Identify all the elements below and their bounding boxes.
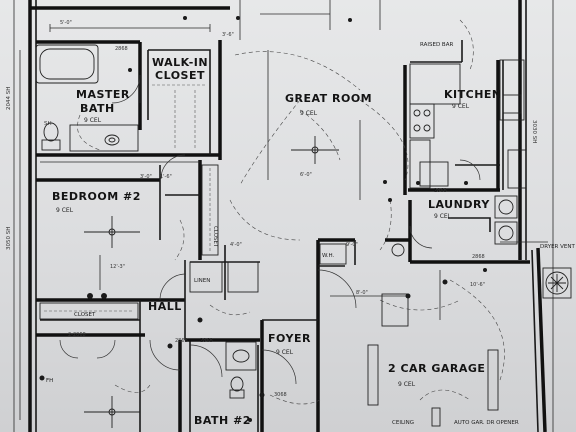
garage-label: 2 CAR GARAGE bbox=[388, 362, 485, 375]
dim-label: 5'-0" bbox=[60, 20, 72, 26]
dryer-drum-icon bbox=[498, 199, 514, 215]
kitchen-ceiling: 9 CEL bbox=[452, 103, 470, 110]
raised-bar-label: RAISED BAR bbox=[420, 42, 453, 48]
ceiling-fan-icon bbox=[291, 136, 339, 164]
dim-label: 2868 bbox=[115, 46, 128, 52]
hall-label: HALL bbox=[148, 300, 182, 313]
laundry-ceiling: 9 CEL bbox=[434, 213, 452, 220]
ac-unit-icon bbox=[542, 267, 572, 299]
bedroom2-closet bbox=[201, 164, 219, 256]
kitchen-counter bbox=[409, 63, 461, 105]
dim-label: 2868 bbox=[434, 188, 447, 194]
foyer-ceiling: 9 CEL bbox=[276, 349, 294, 356]
dim-label: 2-2068 bbox=[68, 332, 86, 338]
sink-icon bbox=[104, 134, 120, 146]
sh-tag: SH bbox=[44, 121, 52, 127]
closet-lower-left bbox=[39, 302, 139, 320]
dim-label: 3068 bbox=[274, 392, 287, 398]
right-window-tag: 3030 SH bbox=[531, 120, 537, 143]
burner-icon bbox=[413, 124, 421, 132]
washer-icon bbox=[494, 221, 518, 245]
dim-label: 3'-0" bbox=[140, 174, 152, 180]
kitchen-sink-icon bbox=[502, 94, 522, 114]
pantry bbox=[419, 161, 449, 187]
ceiling-fan-icon bbox=[84, 396, 140, 428]
electrical-outlets bbox=[39, 16, 487, 422]
great-room-ceiling: 9 CEL bbox=[300, 110, 318, 117]
bathtub-icon bbox=[35, 44, 99, 84]
dim-label: 12'-3" bbox=[110, 264, 125, 270]
bath2-label: BATH #2 bbox=[194, 414, 251, 427]
garage-ceiling: 9 CEL bbox=[398, 381, 416, 388]
dim-label: 8'-0" bbox=[356, 290, 368, 296]
left-window-tag-top: 2044 SH bbox=[6, 87, 12, 110]
vanity-counter bbox=[69, 124, 139, 152]
foyer-label: FOYER bbox=[268, 332, 311, 345]
dim-label: 1'-6" bbox=[160, 174, 172, 180]
utility-sink-icon bbox=[391, 243, 405, 257]
master-bath-ceiling: 9 CEL bbox=[84, 117, 102, 124]
closet-vertical-label: CLOSET bbox=[212, 226, 218, 248]
dim-label: 2868 bbox=[175, 338, 188, 344]
dim-label: 3'-6" bbox=[222, 32, 234, 38]
closets-small bbox=[227, 261, 259, 293]
dimension-lines bbox=[19, 24, 548, 420]
water-heater bbox=[319, 243, 347, 265]
toilet-icon bbox=[229, 376, 245, 399]
garage-post bbox=[367, 344, 379, 406]
fh-label: FH bbox=[46, 378, 53, 384]
ceiling-label: CEILING bbox=[392, 420, 414, 426]
sink-icon bbox=[225, 341, 257, 371]
range-icon bbox=[409, 103, 435, 139]
left-window-tag-mid: 3050 SH bbox=[6, 227, 12, 250]
dim-label: 4'-0" bbox=[230, 242, 242, 248]
toilet-icon bbox=[41, 122, 61, 151]
burner-icon bbox=[423, 124, 431, 132]
linen-label: LINEN bbox=[194, 278, 210, 284]
auto-garage-door-opener-label: AUTO GAR. DR OPENER bbox=[454, 420, 519, 426]
master-bath-label-line2: BATH bbox=[80, 102, 115, 115]
dryer-icon bbox=[494, 195, 518, 219]
linen-closet bbox=[189, 261, 223, 293]
dim-label: 10'-6" bbox=[470, 282, 485, 288]
bedroom2-label: BEDROOM #2 bbox=[52, 190, 141, 203]
bedroom2-ceiling: 9 CEL bbox=[56, 207, 74, 214]
closet-label: CLOSET bbox=[74, 312, 96, 318]
kitchen-cabinet bbox=[409, 139, 431, 189]
walk-in-label-line2: CLOSET bbox=[155, 69, 205, 82]
washer-drum-icon bbox=[498, 225, 514, 241]
top-edge-details bbox=[239, 0, 381, 40]
burner-icon bbox=[423, 109, 431, 117]
electrical-wiring bbox=[77, 19, 505, 405]
great-room-label: GREAT ROOM bbox=[285, 92, 372, 105]
refrigerator-icon bbox=[507, 149, 527, 189]
garage-post bbox=[487, 349, 499, 411]
dim-label: 9'-0" bbox=[346, 242, 358, 248]
garage-door-opener bbox=[431, 407, 441, 427]
kitchen-label: KITCHEN bbox=[444, 88, 502, 101]
dim-label: 2868 bbox=[200, 338, 213, 344]
laundry-label: LAUNDRY bbox=[428, 198, 490, 211]
garage-equipment bbox=[381, 293, 409, 327]
walk-in-label-line1: WALK-IN bbox=[152, 56, 208, 69]
master-bath-label-line1: MASTER bbox=[76, 88, 130, 101]
burner-icon bbox=[413, 109, 421, 117]
dim-label: 6'-0" bbox=[300, 172, 312, 178]
bathtub-basin-icon bbox=[39, 48, 95, 80]
dim-label: 2868 bbox=[472, 254, 485, 260]
ceiling-fan-icon bbox=[84, 216, 140, 248]
water-heater-label: W.H. bbox=[322, 253, 335, 259]
kitchen-counter-right bbox=[499, 59, 525, 121]
dryer-vent-label: DRYER VENT bbox=[540, 244, 575, 250]
